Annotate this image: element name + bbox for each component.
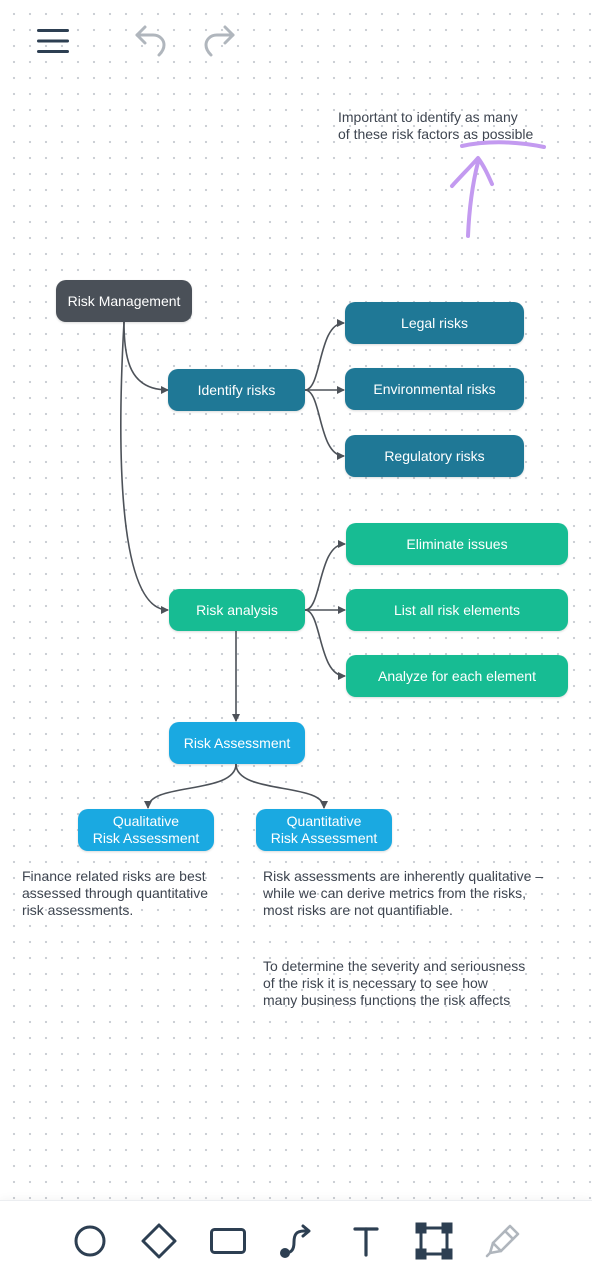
- node-risk-analysis[interactable]: Risk analysis: [169, 589, 305, 631]
- connector-assessment-quantitative: [235, 763, 328, 809]
- node-risk-assessment[interactable]: Risk Assessment: [169, 722, 305, 764]
- annotation-ink[interactable]: [0, 0, 592, 260]
- connector-mgmt-analysis: [120, 321, 169, 614]
- redo-button[interactable]: [196, 18, 242, 64]
- node-regulatory-risks[interactable]: Regulatory risks: [345, 435, 524, 477]
- circle-tool-icon: [74, 1225, 106, 1257]
- connector-assessment-qualitative: [144, 763, 237, 809]
- bottom-toolbar: [0, 1200, 592, 1281]
- frame-tool-icon: [415, 1222, 453, 1260]
- undo-button[interactable]: [128, 18, 174, 64]
- top-bar: [0, 0, 592, 80]
- connector-mgmt-identify: [123, 321, 169, 394]
- diagram-canvas[interactable]: Important to identify as many of these r…: [0, 0, 592, 1200]
- annotation-note[interactable]: Important to identify as many of these r…: [338, 109, 534, 142]
- node-environmental-risks[interactable]: Environmental risks: [345, 368, 524, 410]
- connectors: [120, 319, 346, 809]
- node-identify-risks[interactable]: Identify risks: [168, 369, 305, 411]
- node-quantitative-risk-assessment[interactable]: Quantitative Risk Assessment: [256, 809, 392, 851]
- frame-tool-button[interactable]: [412, 1219, 456, 1263]
- annotation-arrow-head: [450, 156, 494, 188]
- rectangle-tool-icon: [210, 1228, 246, 1254]
- quantitative-line2: Risk Assessment: [270, 830, 378, 846]
- menu-icon: [37, 29, 69, 53]
- highlighter-tool-icon: [485, 1224, 520, 1258]
- quantitative-line1: Quantitative: [286, 813, 362, 829]
- note-qualitative[interactable]: Risk assessments are inherently qualitat…: [263, 868, 544, 918]
- redo-icon: [204, 25, 235, 57]
- undo-icon: [135, 25, 166, 57]
- connector-analysis-analyze: [304, 609, 346, 680]
- annotation-underline: [460, 140, 546, 149]
- diamond-tool-icon: [141, 1223, 177, 1259]
- node-risk-management[interactable]: Risk Management: [56, 280, 192, 322]
- qualitative-line2: Risk Assessment: [92, 830, 200, 846]
- circle-tool-button[interactable]: [68, 1219, 112, 1263]
- connector-tool-button[interactable]: [275, 1219, 319, 1263]
- node-legal-risks[interactable]: Legal risks: [345, 302, 524, 344]
- text-tool-icon: [353, 1227, 379, 1257]
- note-finance[interactable]: Finance related risks are best assessed …: [22, 868, 209, 918]
- node-qualitative-risk-assessment[interactable]: Qualitative Risk Assessment: [78, 809, 214, 851]
- menu-button[interactable]: [30, 18, 76, 64]
- qualitative-line1: Qualitative: [112, 813, 180, 829]
- rectangle-tool-button[interactable]: [206, 1219, 250, 1263]
- connector-identify-regulatory: [304, 389, 345, 460]
- connector-analysis-eliminate: [304, 540, 346, 611]
- connector-identify-legal: [304, 319, 345, 391]
- node-eliminate-issues[interactable]: Eliminate issues: [346, 523, 568, 565]
- connector-tool-icon: [280, 1224, 311, 1258]
- node-analyze-each-element[interactable]: Analyze for each element: [346, 655, 568, 697]
- node-list-all-risk-elements[interactable]: List all risk elements: [346, 589, 568, 631]
- diamond-tool-button[interactable]: [137, 1219, 181, 1263]
- annotation-arrow-shaft: [466, 160, 480, 238]
- text-tool-button[interactable]: [344, 1219, 388, 1263]
- note-severity[interactable]: To determine the severity and seriousnes…: [263, 958, 526, 1008]
- highlighter-tool-button[interactable]: [481, 1219, 525, 1263]
